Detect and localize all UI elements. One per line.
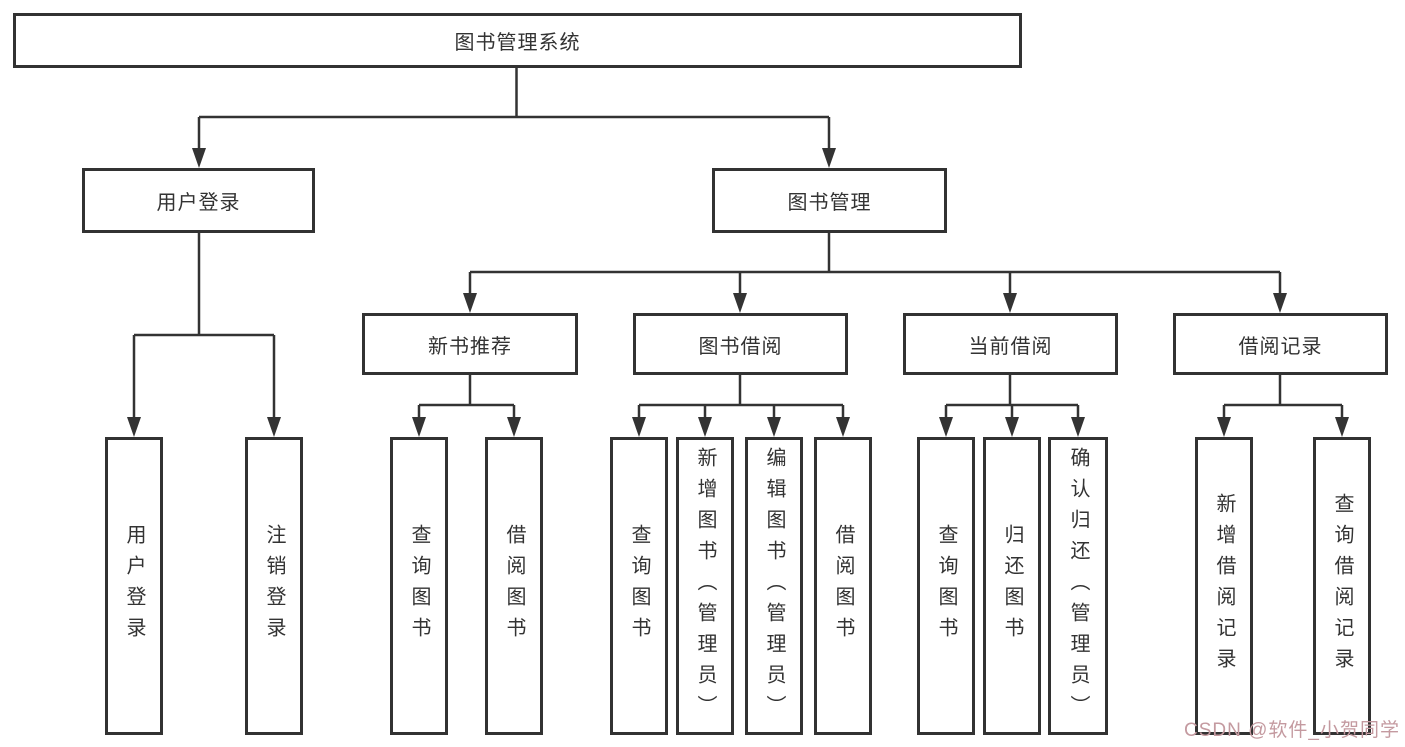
arrowhead <box>836 417 850 437</box>
node-book-management: 图书管理 <box>712 168 947 233</box>
arrowheads <box>127 148 1349 437</box>
arrowhead <box>1335 417 1349 437</box>
arrowhead <box>1005 417 1019 437</box>
arrowhead <box>698 417 712 437</box>
leaf-label: 借阅图书 <box>832 524 854 648</box>
arrowhead <box>939 417 953 437</box>
leaf-label: 新增图书（管理员） <box>694 446 716 726</box>
node-new-book-recommend: 新书推荐 <box>362 313 578 375</box>
leaf-label: 新增借阅记录 <box>1213 493 1235 679</box>
leaf-records-query-record: 查询借阅记录 <box>1313 437 1371 735</box>
leaf-label: 用户登录 <box>123 524 145 648</box>
leaf-label: 查询图书 <box>935 524 957 648</box>
arrowhead <box>822 148 836 168</box>
arrowhead <box>267 417 281 437</box>
leaf-label: 查询图书 <box>628 524 650 648</box>
node-borrowing-records: 借阅记录 <box>1173 313 1388 375</box>
leaf-user-login: 用户登录 <box>105 437 163 735</box>
leaf-current-return-books: 归还图书 <box>983 437 1041 735</box>
arrowhead <box>1217 417 1231 437</box>
leaf-borrowing-edit-books-admin: 编辑图书（管理员） <box>745 437 803 735</box>
watermark: CSDN @软件_小贺同学 <box>1184 720 1400 741</box>
leaf-logout-login: 注销登录 <box>245 437 303 735</box>
leaf-current-confirm-return-admin: 确认归还（管理员） <box>1048 437 1108 735</box>
leaf-label: 确认归还（管理员） <box>1067 446 1089 726</box>
arrowhead <box>412 417 426 437</box>
arrowhead <box>507 417 521 437</box>
node-user-login: 用户登录 <box>82 168 315 233</box>
leaf-records-add-record: 新增借阅记录 <box>1195 437 1253 735</box>
connector-path <box>132 68 1344 420</box>
arrowhead <box>767 417 781 437</box>
arrowhead <box>127 417 141 437</box>
node-book-borrowing: 图书借阅 <box>633 313 848 375</box>
leaf-borrowing-borrow-books: 借阅图书 <box>814 437 872 735</box>
leaf-current-query-books: 查询图书 <box>917 437 975 735</box>
node-root: 图书管理系统 <box>13 13 1022 68</box>
arrowhead <box>1003 293 1017 313</box>
leaf-label: 查询图书 <box>408 524 430 648</box>
arrowhead <box>463 293 477 313</box>
leaf-label: 编辑图书（管理员） <box>763 446 785 726</box>
arrowhead <box>632 417 646 437</box>
node-current-borrowing: 当前借阅 <box>903 313 1118 375</box>
leaf-borrowing-query-books: 查询图书 <box>610 437 668 735</box>
leaf-label: 借阅图书 <box>503 524 525 648</box>
leaf-label: 归还图书 <box>1001 524 1023 648</box>
leaf-label: 查询借阅记录 <box>1331 493 1353 679</box>
arrowhead <box>1273 293 1287 313</box>
leaf-label: 注销登录 <box>263 524 285 648</box>
leaf-borrowing-add-books-admin: 新增图书（管理员） <box>676 437 734 735</box>
leaf-recommend-borrow-books: 借阅图书 <box>485 437 543 735</box>
arrowhead <box>733 293 747 313</box>
leaf-recommend-query-books: 查询图书 <box>390 437 448 735</box>
arrowhead <box>192 148 206 168</box>
arrowhead <box>1071 417 1085 437</box>
